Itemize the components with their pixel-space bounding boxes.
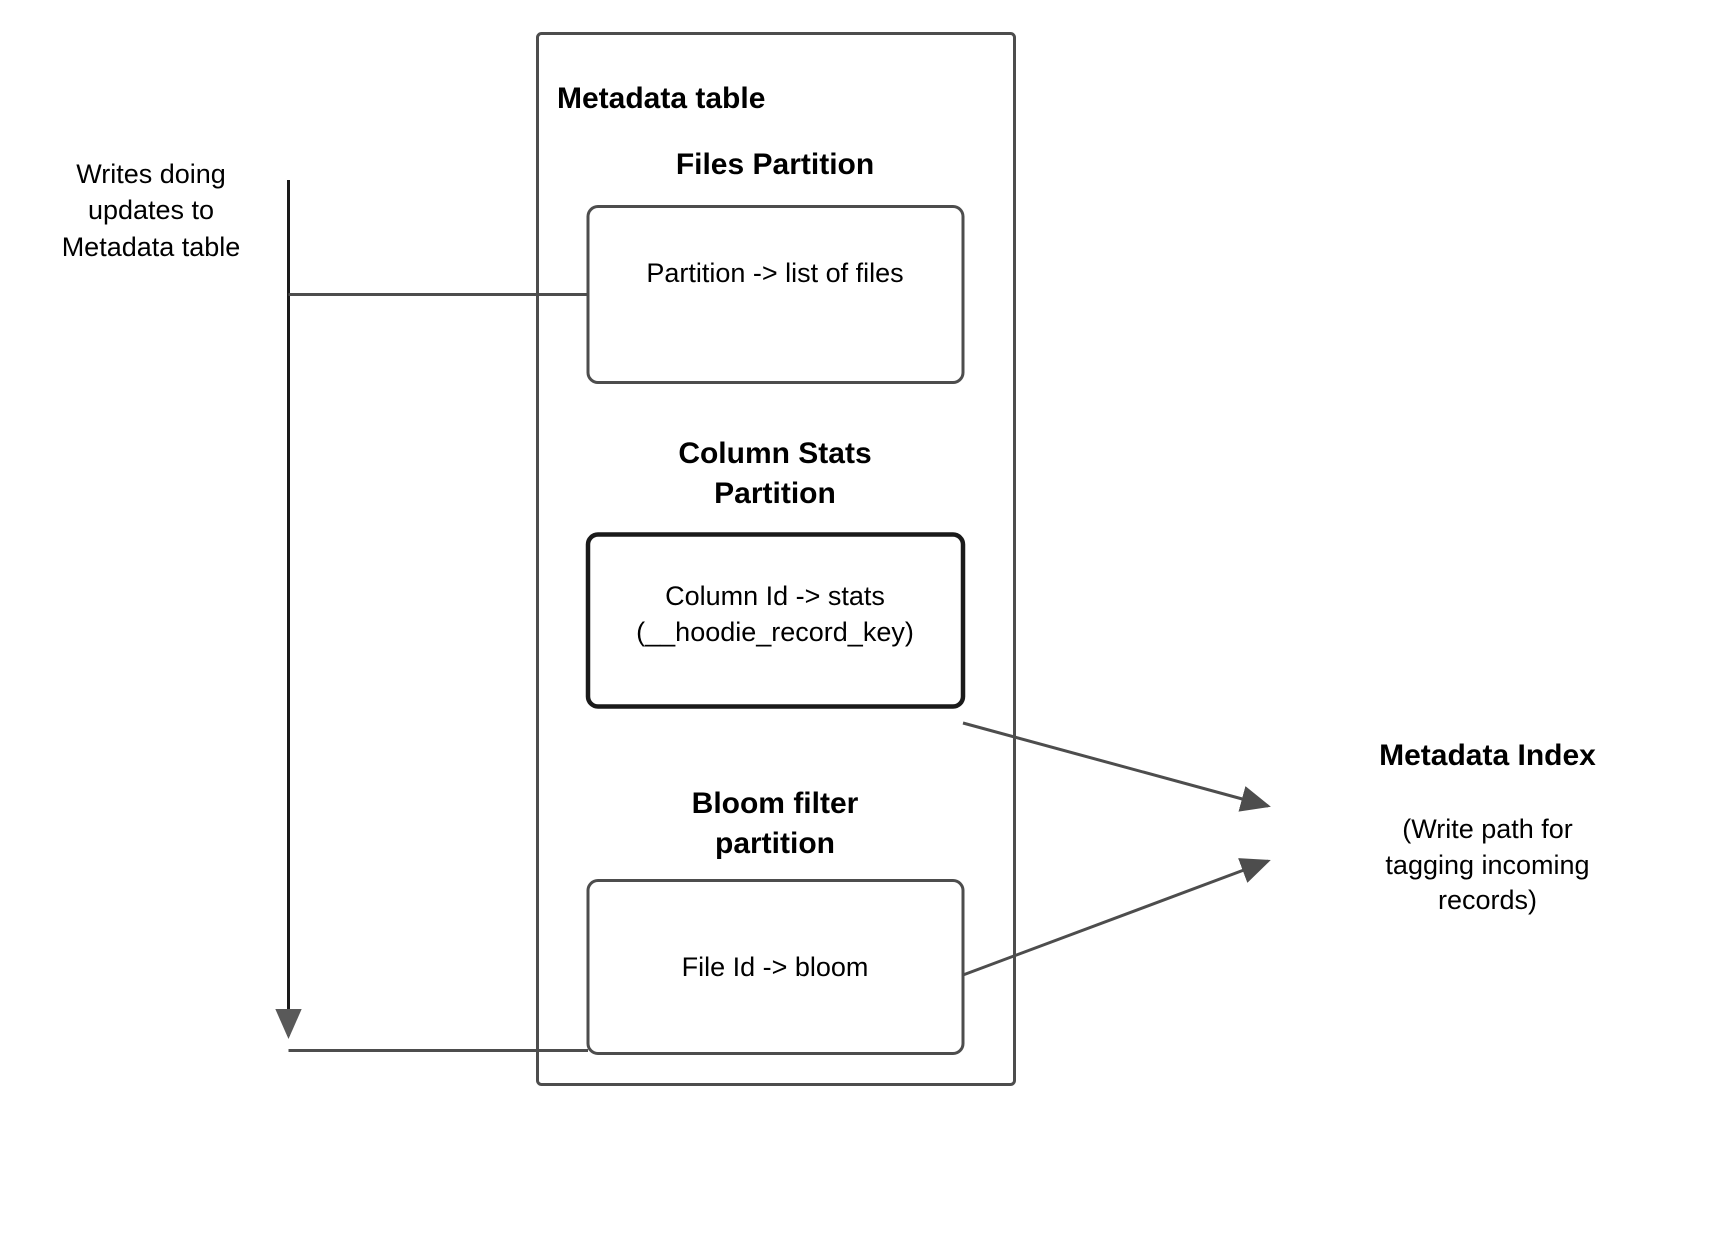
bloom-filter-partition-heading: Bloom filter partition	[691, 787, 859, 860]
column-stats-partition-box	[585, 532, 966, 709]
metadata-table-title: Metadata table	[557, 82, 766, 115]
files-partition-box-text: Partition -> list of files	[646, 258, 904, 288]
bloom-filter-partition-box-text: File Id -> bloom	[681, 952, 869, 982]
column-stats-to-metadata-index-arrow	[962, 721, 1271, 812]
metadata-index-note: (Write path for tagging incoming records…	[1385, 814, 1590, 916]
column-stats-partition-box-text: Column Id -> stats (__hoodie_record_key)	[636, 581, 914, 648]
writes-updates-annotation: Writes doing updates to Metadata table	[61, 159, 241, 262]
files-partition-heading: Files Partition	[675, 148, 875, 181]
metadata-index-title: Metadata Index	[1379, 739, 1596, 772]
bloom-filter-partition-box	[586, 879, 965, 1055]
column-stats-partition-heading: Column Stats Partition	[678, 437, 872, 510]
bloom-filter-to-metadata-index-arrow	[962, 858, 1271, 977]
files-partition-box	[586, 205, 965, 384]
